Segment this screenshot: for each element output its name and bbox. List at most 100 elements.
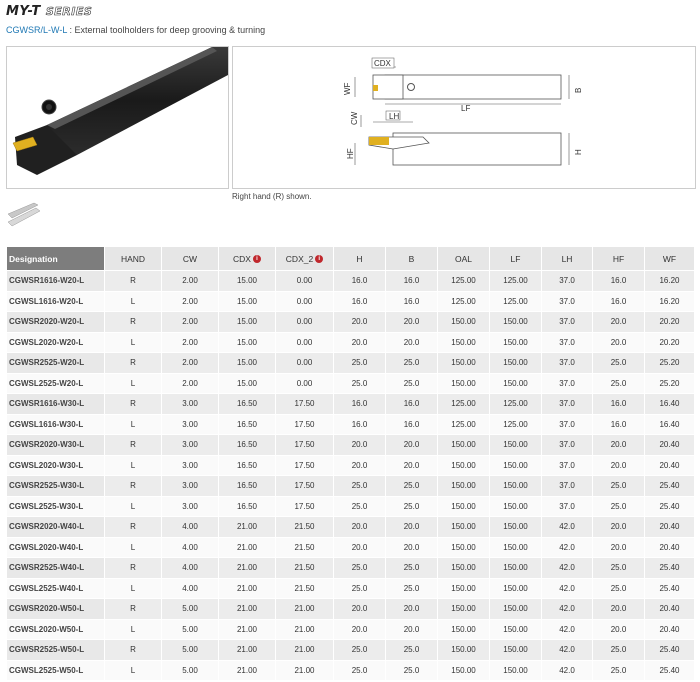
cell-designation[interactable]: CGWSL2020-W20-L — [6, 331, 105, 353]
cell-designation[interactable]: CGWSL2020-W50-L — [6, 618, 105, 640]
col-cdx2-label: CDX_2 — [285, 253, 314, 264]
cell-designation[interactable]: CGWSL2525-W30-L — [6, 495, 105, 517]
cell-lh: 42.0 — [541, 557, 593, 579]
cell-designation[interactable]: CGWSR2525-W50-L — [6, 639, 105, 661]
cell-hf: 20.0 — [592, 311, 645, 333]
label-h: H — [574, 149, 583, 155]
cell-hf: 25.0 — [592, 495, 645, 517]
cell-wf: 20.40 — [644, 536, 695, 558]
cell-cdx: 21.00 — [218, 639, 276, 661]
cell-hand: R — [104, 516, 162, 538]
cell-cdx2: 17.50 — [275, 393, 334, 415]
cell-b: 25.0 — [385, 557, 438, 579]
cell-h: 25.0 — [333, 372, 386, 394]
cell-wf: 25.40 — [644, 577, 695, 599]
cell-b: 20.0 — [385, 516, 438, 538]
info-icon[interactable]: i — [315, 255, 324, 264]
cell-b: 25.0 — [385, 659, 438, 681]
cell-cdx: 16.50 — [218, 475, 276, 497]
cell-wf: 16.40 — [644, 413, 695, 435]
cell-cw: 4.00 — [161, 536, 219, 558]
cell-hand: L — [104, 454, 162, 476]
cell-designation[interactable]: CGWSL1616-W20-L — [6, 290, 105, 312]
cell-hand: L — [104, 413, 162, 435]
cell-hf: 20.0 — [592, 331, 645, 353]
cell-h: 20.0 — [333, 311, 386, 333]
cell-cw: 3.00 — [161, 454, 219, 476]
cell-oal: 150.00 — [437, 352, 490, 374]
cell-lh: 37.0 — [541, 311, 593, 333]
cell-designation[interactable]: CGWSR2525-W40-L — [6, 557, 105, 579]
cell-lf: 150.00 — [489, 454, 542, 476]
cell-cdx: 21.00 — [218, 659, 276, 681]
cell-cdx: 16.50 — [218, 495, 276, 517]
cell-designation[interactable]: CGWSL1616-W30-L — [6, 413, 105, 435]
cell-wf: 25.40 — [644, 495, 695, 517]
cell-lf: 150.00 — [489, 659, 542, 681]
cell-designation[interactable]: CGWSR2525-W30-L — [6, 475, 105, 497]
toolholder-thumbnail-icon — [7, 202, 41, 227]
cell-wf: 16.20 — [644, 290, 695, 312]
drawing-note: Right hand (R) shown. — [232, 192, 312, 201]
cell-cdx: 15.00 — [218, 331, 276, 353]
col-hand: HAND — [104, 246, 162, 271]
cell-cdx: 16.50 — [218, 393, 276, 415]
cell-cw: 2.00 — [161, 290, 219, 312]
cell-lf: 150.00 — [489, 475, 542, 497]
cell-hf: 20.0 — [592, 618, 645, 640]
cell-oal: 125.00 — [437, 393, 490, 415]
cell-b: 20.0 — [385, 331, 438, 353]
cell-cdx: 16.50 — [218, 413, 276, 435]
cell-h: 20.0 — [333, 618, 386, 640]
cell-designation[interactable]: CGWSL2525-W40-L — [6, 577, 105, 599]
cell-wf: 16.20 — [644, 270, 695, 292]
cell-designation[interactable]: CGWSR2525-W20-L — [6, 352, 105, 374]
cell-cw: 2.00 — [161, 372, 219, 394]
cell-designation[interactable]: CGWSR1616-W30-L — [6, 393, 105, 415]
cell-h: 20.0 — [333, 536, 386, 558]
cell-designation[interactable]: CGWSR2020-W40-L — [6, 516, 105, 538]
label-b: B — [574, 88, 583, 93]
cell-designation[interactable]: CGWSR2020-W30-L — [6, 434, 105, 456]
cell-hf: 16.0 — [592, 290, 645, 312]
cell-designation[interactable]: CGWSL2525-W20-L — [6, 372, 105, 394]
cell-b: 20.0 — [385, 536, 438, 558]
cell-hand: L — [104, 618, 162, 640]
cell-cdx: 15.00 — [218, 352, 276, 374]
side-view-body — [392, 132, 562, 166]
cell-designation[interactable]: CGWSL2020-W40-L — [6, 536, 105, 558]
col-cw: CW — [161, 246, 219, 271]
col-oal: OAL — [437, 246, 490, 271]
cell-h: 25.0 — [333, 557, 386, 579]
cell-oal: 150.00 — [437, 516, 490, 538]
cell-lh: 42.0 — [541, 639, 593, 661]
cell-designation[interactable]: CGWSR2020-W20-L — [6, 311, 105, 333]
col-hf: HF — [592, 246, 645, 271]
product-description: : External toolholders for deep grooving… — [69, 25, 266, 35]
cell-cdx2: 17.50 — [275, 495, 334, 517]
cell-designation[interactable]: CGWSL2020-W30-L — [6, 454, 105, 476]
cell-cdx: 15.00 — [218, 372, 276, 394]
cell-b: 25.0 — [385, 475, 438, 497]
cell-designation[interactable]: CGWSR1616-W20-L — [6, 270, 105, 292]
cell-hand: L — [104, 536, 162, 558]
cell-oal: 150.00 — [437, 311, 490, 333]
cell-designation[interactable]: CGWSR2020-W50-L — [6, 598, 105, 620]
cell-cdx2: 0.00 — [275, 352, 334, 374]
cell-designation[interactable]: CGWSL2525-W50-L — [6, 659, 105, 681]
cell-lh: 37.0 — [541, 290, 593, 312]
cell-wf: 20.40 — [644, 516, 695, 538]
info-icon[interactable]: i — [252, 255, 261, 264]
col-cdx-label: CDX — [233, 253, 251, 264]
cell-lf: 150.00 — [489, 352, 542, 374]
cell-oal: 125.00 — [437, 270, 490, 292]
cell-b: 25.0 — [385, 577, 438, 599]
